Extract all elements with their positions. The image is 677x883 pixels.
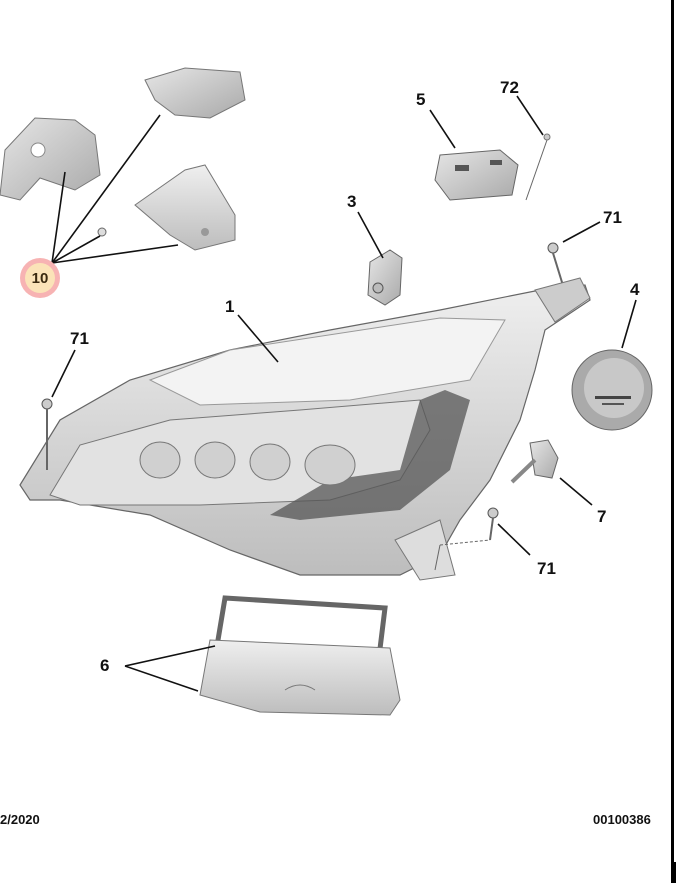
bracket-left: [0, 117, 101, 201]
callout-4[interactable]: 4: [630, 280, 640, 299]
control-module: [434, 133, 551, 201]
callout-10-label: 10: [25, 263, 55, 293]
bulb: [510, 439, 559, 484]
callout-6[interactable]: 6: [100, 656, 110, 675]
callout-7[interactable]: 7: [597, 507, 607, 526]
callout-10-leaders: [51, 114, 179, 264]
bracket-middle: [97, 164, 236, 251]
screw-lower: [434, 507, 499, 571]
bracket-top: [144, 67, 246, 119]
callout-71-upper-right[interactable]: 71: [603, 208, 622, 227]
screw-left: [41, 398, 53, 470]
actuator-motor: [367, 249, 403, 306]
headlamp-unit: [19, 277, 591, 581]
rear-cover: [199, 595, 401, 716]
footer-reference: 00100386: [593, 812, 651, 827]
callout-3[interactable]: 3: [347, 192, 357, 211]
page-border-corner: [674, 862, 676, 883]
callout-5[interactable]: 5: [416, 90, 426, 109]
callout-71-left[interactable]: 71: [70, 329, 89, 348]
callout-1[interactable]: 1: [225, 297, 235, 316]
cover-cap: [571, 349, 653, 431]
page-border: [671, 0, 674, 883]
callout-72[interactable]: 72: [500, 78, 519, 97]
footer-date: 2/2020: [0, 812, 40, 827]
callout-10-highlight[interactable]: 10: [20, 258, 60, 298]
callout-71-lower[interactable]: 71: [537, 559, 556, 578]
